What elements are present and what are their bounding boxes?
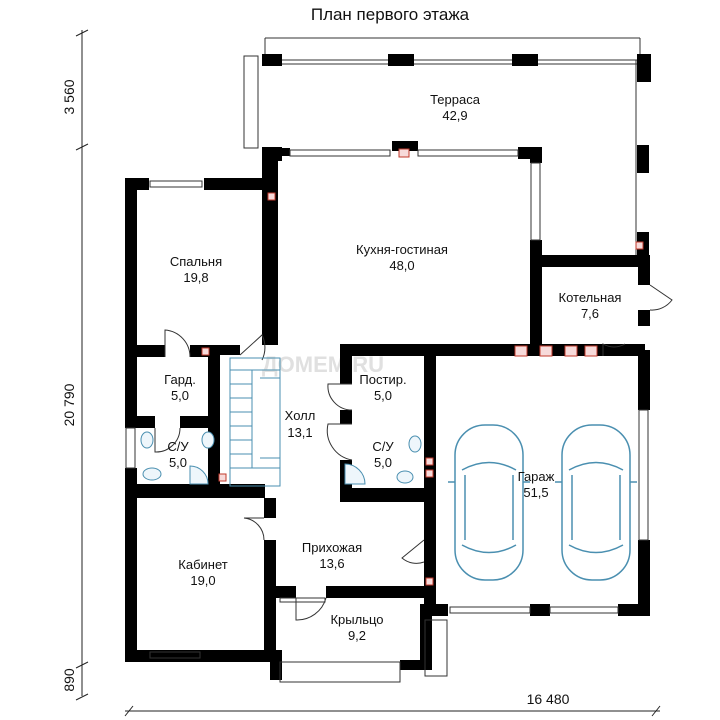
doors: [154, 284, 673, 621]
room-label-wardrobe: Гард. 5,0: [164, 372, 196, 403]
svg-text:19,0: 19,0: [190, 573, 215, 588]
svg-text:7,6: 7,6: [581, 306, 599, 321]
svg-text:5,0: 5,0: [374, 455, 392, 470]
svg-text:5,0: 5,0: [169, 455, 187, 470]
room-label-bath-left: С/У 5,0: [167, 439, 189, 470]
room-label-garage: Гараж 51,5: [518, 469, 555, 500]
svg-text:Прихожая: Прихожая: [302, 540, 362, 555]
svg-text:Постир.: Постир.: [359, 372, 406, 387]
svg-text:Гараж: Гараж: [518, 469, 555, 484]
room-label-linen: Постир. 5,0: [359, 372, 406, 403]
room-label-bath-right: С/У 5,0: [372, 439, 394, 470]
staircase: [229, 357, 281, 487]
svg-text:Котельная: Котельная: [559, 290, 622, 305]
svg-text:9,2: 9,2: [348, 628, 366, 643]
utility-markers: [201, 148, 644, 586]
car-icon: [448, 424, 530, 581]
plan-title: План первого этажа: [311, 5, 470, 24]
windows: [125, 149, 649, 683]
car-icon: [555, 424, 637, 581]
walls: [125, 54, 651, 680]
svg-text:Гард.: Гард.: [164, 372, 196, 387]
dimension-lines: [75, 29, 661, 717]
svg-text:48,0: 48,0: [389, 258, 414, 273]
bath-fixtures: [140, 431, 422, 485]
svg-text:Холл: Холл: [285, 408, 316, 423]
dimension-left-middle: 20 790: [61, 383, 77, 426]
room-label-hall: Холл 13,1: [285, 408, 316, 440]
svg-text:Терраса: Терраса: [430, 92, 481, 107]
svg-text:Крыльцо: Крыльцо: [330, 612, 383, 627]
svg-text:Кабинет: Кабинет: [178, 557, 227, 572]
svg-text:Кухня-гостиная: Кухня-гостиная: [356, 242, 448, 257]
svg-text:5,0: 5,0: [171, 388, 189, 403]
terrace-frame: [243, 37, 641, 262]
room-label-boiler: Котельная 7,6: [559, 290, 622, 321]
watermark-text: ДОМЕМ.RU: [262, 352, 384, 377]
room-label-cabinet: Кабинет 19,0: [178, 557, 227, 588]
room-label-entrance: Прихожая 13,6: [302, 540, 362, 571]
svg-text:13,1: 13,1: [287, 425, 312, 440]
dimension-bottom: 16 480: [527, 691, 570, 707]
svg-text:Спальня: Спальня: [170, 254, 222, 269]
svg-text:С/У: С/У: [372, 439, 394, 454]
svg-text:51,5: 51,5: [523, 485, 548, 500]
svg-text:13,6: 13,6: [319, 556, 344, 571]
dimension-left-top: 3 560: [61, 79, 77, 114]
svg-text:42,9: 42,9: [442, 108, 467, 123]
room-label-terrace: Терраса 42,9: [430, 92, 481, 123]
svg-text:С/У: С/У: [167, 439, 189, 454]
room-label-kitchen: Кухня-гостиная 48,0: [356, 242, 448, 273]
room-label-bedroom: Спальня 19,8: [170, 254, 222, 285]
room-label-porch: Крыльцо 9,2: [330, 612, 383, 643]
svg-text:19,8: 19,8: [183, 270, 208, 285]
svg-text:5,0: 5,0: [374, 388, 392, 403]
dimension-left-bottom: 890: [61, 668, 77, 692]
